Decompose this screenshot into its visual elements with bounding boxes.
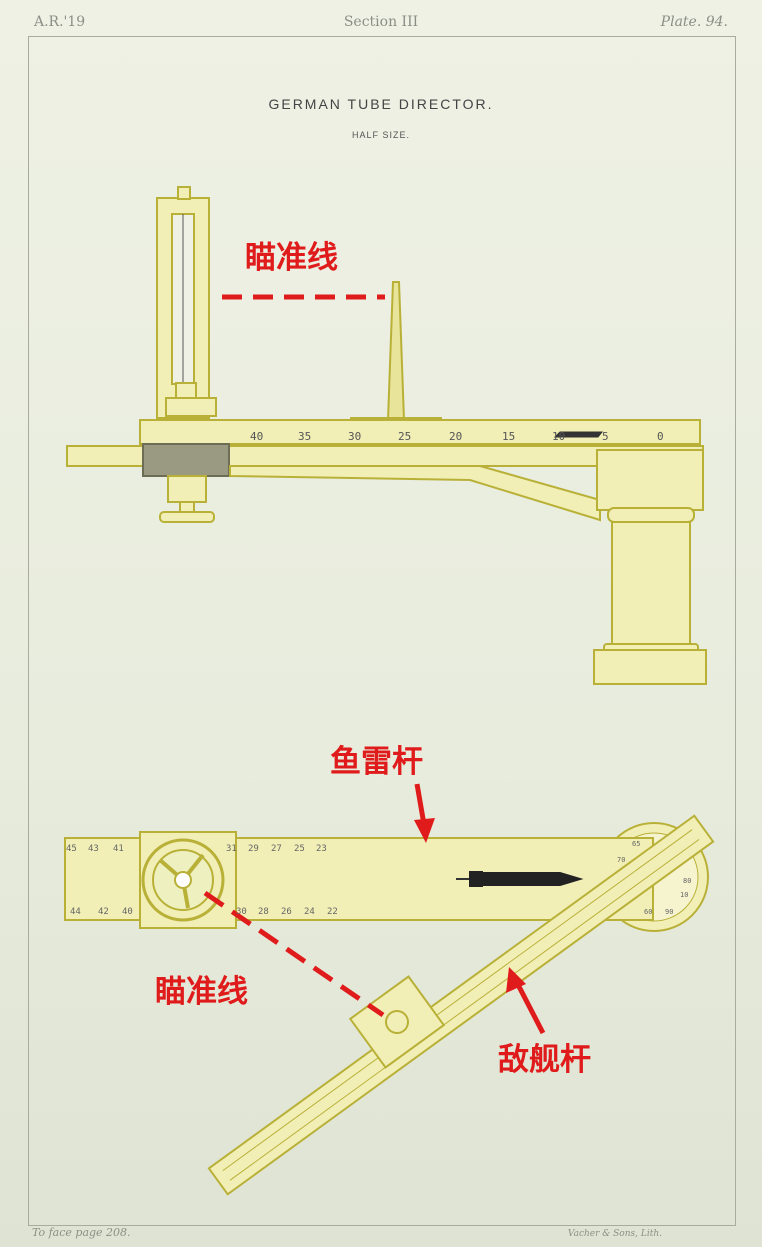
ship-silhouette <box>553 431 604 438</box>
side-scale-tick-label: 5 <box>602 430 609 443</box>
plate-subtitle: HALF SIZE. <box>351 130 410 140</box>
side-scale-tick-label: 35 <box>298 430 311 443</box>
side-scale-tick-label: 10 <box>552 430 565 443</box>
plan-scale-bottom-label: 42 <box>98 907 109 917</box>
sight-base-block <box>165 397 217 417</box>
sighting-block <box>348 975 446 1069</box>
annotation-sight-line-top: 瞄准线 <box>245 240 338 276</box>
plan-scale-top-label: 25 <box>294 844 305 854</box>
plate-title: GERMAN TUBE DIRECTOR. <box>268 96 494 112</box>
sight-line-bottom <box>203 890 385 1018</box>
pointer-spike <box>386 281 406 421</box>
plan-scale-top-label: 41 <box>113 844 124 854</box>
plan-scale-bottom-label: 24 <box>304 907 315 917</box>
dial-tick-label: 80 <box>683 877 691 885</box>
side-scale-tick-label: 0 <box>657 430 664 443</box>
side-scale-tick-label: 25 <box>398 430 411 443</box>
footer-page-ref: To face page 208. <box>32 1226 131 1239</box>
plan-scale-bottom-label: 40 <box>122 907 133 917</box>
header-section: Section III <box>343 14 419 30</box>
plan-scale-bottom-label: 30 <box>236 907 247 917</box>
side-scale-tick-label: 40 <box>250 430 263 443</box>
plan-scale-top-label: 27 <box>271 844 282 854</box>
bracket-arm <box>229 465 601 522</box>
plan-scale-top-label: 43 <box>88 844 99 854</box>
plate-frame <box>28 36 736 1226</box>
side-scale-bar <box>139 419 701 445</box>
dial-tick-label: 70 <box>617 856 625 864</box>
annotation-enemy-ship-bar: 敌舰杆 <box>498 1042 591 1078</box>
plan-scale-top-label: 31 <box>226 844 237 854</box>
sight-top-knob <box>177 186 191 200</box>
lower-collar <box>167 475 207 503</box>
lower-knob <box>159 511 215 523</box>
enemy-ship-bar <box>207 814 715 1196</box>
side-scale-tick-label: 15 <box>502 430 515 443</box>
knurled-clamp <box>142 443 230 477</box>
dial-tick-label: 65 <box>632 840 640 848</box>
pillar-base <box>593 649 707 685</box>
plan-scale-top-label: 29 <box>248 844 259 854</box>
plan-scale-top-label: 23 <box>316 844 327 854</box>
dial-tick-label: 60 <box>644 908 652 916</box>
plan-scale-bottom-label: 22 <box>327 907 338 917</box>
plan-scale-bottom-label: 26 <box>281 907 292 917</box>
wheel-hub <box>174 871 192 889</box>
dial-tick-label: 90 <box>665 908 673 916</box>
plan-scale-top-label: 45 <box>66 844 77 854</box>
side-view <box>66 186 707 685</box>
annotation-torpedo-bar: 鱼雷杆 <box>330 744 423 780</box>
side-scale-tick-label: 30 <box>348 430 361 443</box>
pillar-column <box>611 521 691 647</box>
pillar-head <box>596 449 704 511</box>
header-left: A.R.'19 <box>34 14 86 30</box>
header-plate-number: Plate. 94. <box>660 14 728 30</box>
side-scale-tick-label: 20 <box>449 430 462 443</box>
dial-tick-label: 10 <box>680 891 688 899</box>
annotation-sight-line-bottom: 瞄准线 <box>155 974 248 1010</box>
plan-scale-bottom-label: 44 <box>70 907 81 917</box>
plan-view <box>64 814 715 1196</box>
torpedo-silhouette <box>456 871 584 887</box>
plan-scale-bottom-label: 28 <box>258 907 269 917</box>
footer-printer: Vacher & Sons, Lith. <box>567 1229 662 1239</box>
